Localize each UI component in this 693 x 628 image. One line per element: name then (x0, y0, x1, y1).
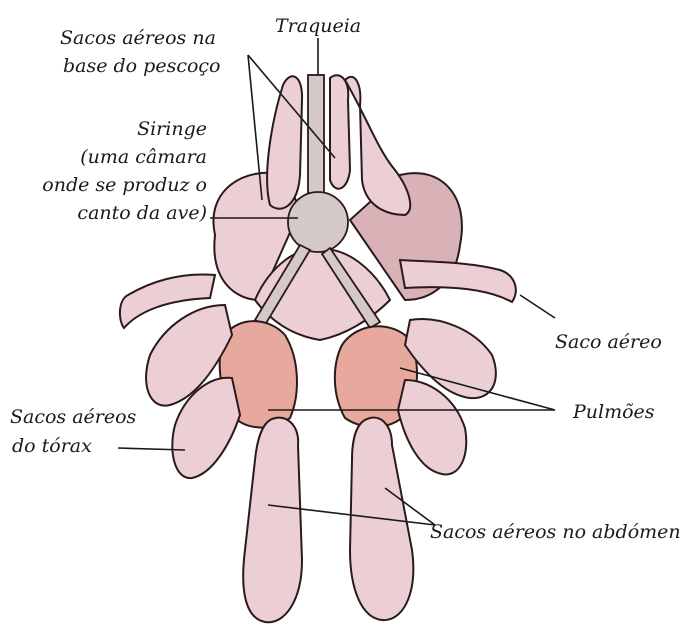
label-siringe-3: onde se produz o (42, 174, 207, 196)
thoracic-air-sacs-right (398, 319, 496, 474)
label-saco-aereo: Saco aéreo (555, 331, 662, 353)
trachea (308, 75, 324, 200)
neck-air-sacs (267, 75, 410, 215)
label-sacos-abdomen: Sacos aéreos no abdómen (430, 521, 681, 543)
label-sacos-pescoco-1: Sacos aéreos na (60, 27, 216, 49)
label-sacos-pescoco-2: base do pescoço (63, 55, 220, 77)
leader-saco-aereo (520, 295, 555, 318)
label-siringe-1: Siringe (137, 118, 207, 140)
label-sacos-torax-1: Sacos aéreos (10, 406, 137, 428)
label-sacos-torax-2: do tórax (12, 435, 92, 457)
syrinx (288, 192, 348, 252)
label-siringe-2: (uma câmara (80, 146, 207, 168)
label-pulmoes: Pulmões (572, 401, 655, 423)
label-siringe-4: canto da ave) (77, 202, 207, 224)
label-traqueia: Traqueia (275, 15, 361, 37)
thoracic-air-sacs-left (146, 305, 240, 478)
clavicular-air-sac (213, 173, 461, 340)
